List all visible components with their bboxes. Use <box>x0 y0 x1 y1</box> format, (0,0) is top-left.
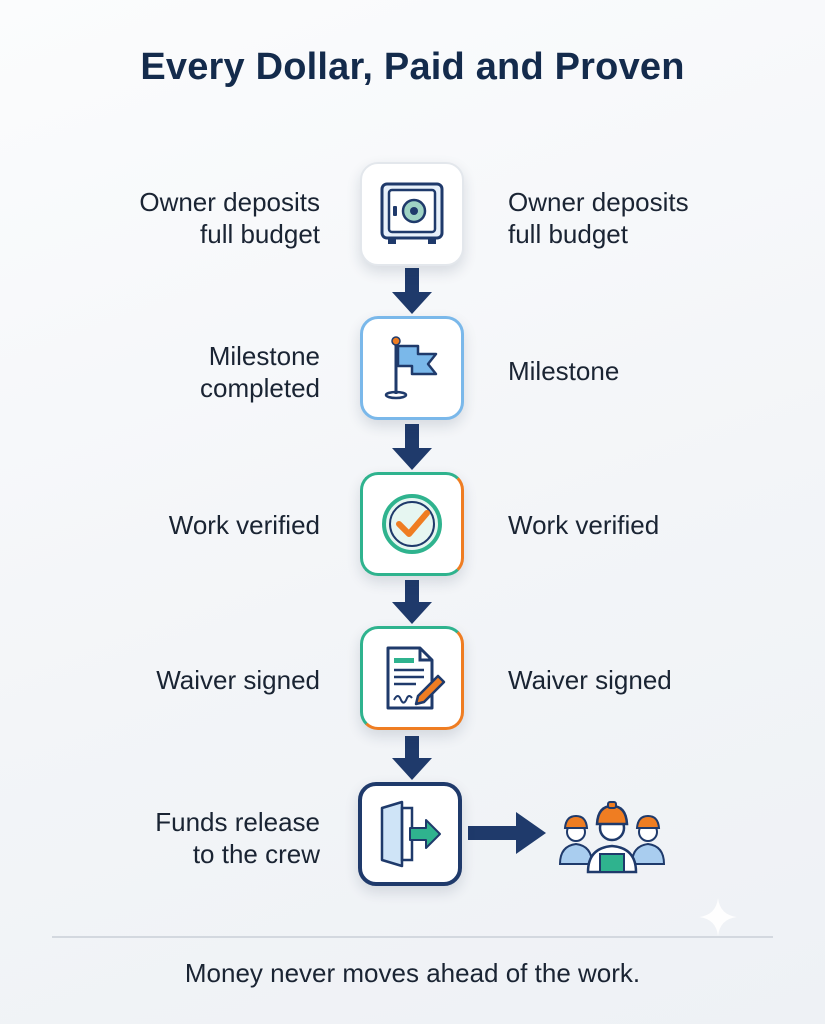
step-5-left-label: Funds release to the crew <box>155 807 320 869</box>
step-card-deposit <box>360 162 464 266</box>
connector-arrow-4 <box>392 736 432 780</box>
connector-arrow-2 <box>392 424 432 470</box>
connector-arrow-3 <box>392 580 432 624</box>
step-1-right-label: Owner deposits full budget <box>508 187 689 249</box>
flag-icon <box>384 336 438 400</box>
construction-crew-icon <box>558 801 666 874</box>
release-arrow <box>468 812 546 854</box>
checkmark-icon <box>382 494 442 554</box>
sparkle-icon <box>699 898 737 936</box>
step-4-right-label: Waiver signed <box>508 665 672 695</box>
signed-document-icon <box>386 646 446 710</box>
safe-icon <box>380 182 444 244</box>
connector-arrow-1 <box>392 268 432 314</box>
footer-tagline: Money never moves ahead of the work. <box>184 958 641 988</box>
page-title: Every Dollar, Paid and Proven <box>140 46 685 88</box>
step-card-milestone <box>360 316 464 420</box>
step-1-left-label: Owner deposits full budget <box>139 187 320 249</box>
step-3-right-label: Work verified <box>508 510 660 540</box>
step-card-release <box>358 782 462 886</box>
step-card-waiver <box>360 626 464 730</box>
step-2-left-label: Milestone completed <box>200 341 320 403</box>
exit-arrow-icon <box>380 800 441 868</box>
step-3-left-label: Work verified <box>168 510 320 540</box>
step-4-left-label: Waiver signed <box>156 665 320 695</box>
step-card-verified <box>360 472 464 576</box>
step-2-right-label: Milestone <box>508 356 620 386</box>
footer-divider <box>52 936 773 938</box>
